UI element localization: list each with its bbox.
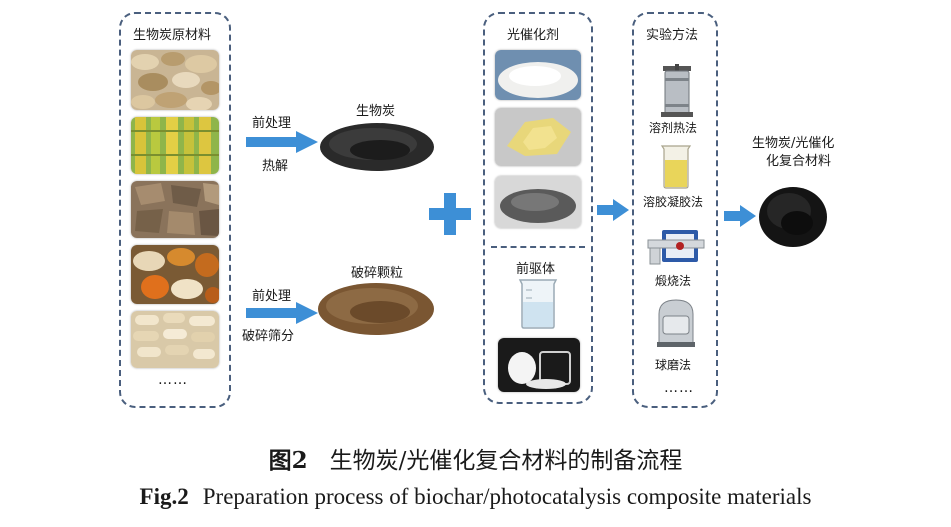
methods-panel [632, 12, 718, 408]
precursor-title: 前驱体 [516, 262, 556, 277]
precursor-photo [498, 338, 580, 392]
beaker-icon [518, 279, 558, 329]
arrow-right-icon [246, 131, 318, 153]
peanut-photo [131, 311, 219, 368]
shell-photo [131, 50, 219, 110]
method-calcination: 煅烧法 [655, 274, 692, 288]
particles-pile [318, 283, 434, 335]
arrow-right-icon [724, 205, 756, 227]
lower-step2-label: 破碎筛分 [242, 329, 295, 344]
biochar-label: 生物炭 [356, 104, 396, 119]
caption-en-label: Fig.2 [139, 484, 189, 509]
yellow-powder-photo [495, 108, 581, 166]
methods-ellipsis: …… [664, 380, 694, 396]
caption-english: Fig.2 Preparation process of biochar/phot… [0, 484, 951, 510]
beaker-icon [660, 145, 692, 189]
arrow-right-icon [597, 199, 629, 221]
wood-photo [131, 181, 219, 238]
autoclave-icon [661, 64, 693, 117]
raw-materials-ellipsis: …… [158, 372, 188, 388]
upper-step2-label: 热解 [262, 159, 289, 174]
raw-materials-title: 生物炭原材料 [133, 28, 212, 43]
crushed-particles-label: 破碎颗粒 [351, 266, 404, 281]
caption-chinese: 图2 生物炭/光催化复合材料的制备流程 [0, 441, 951, 475]
caption-cn-text: 生物炭/光催化复合材料的制备流程 [329, 448, 683, 474]
white-powder-photo [495, 50, 581, 100]
photocatalyst-title: 光催化剂 [507, 28, 560, 43]
furnace-icon [647, 230, 705, 265]
arrow-right-icon [246, 302, 318, 324]
composite-material-pile [759, 187, 827, 247]
upper-step1-label: 前处理 [252, 116, 292, 131]
methods-title: 实验方法 [646, 28, 699, 43]
biochar-pile [320, 123, 434, 171]
plus-icon [429, 193, 471, 235]
bamboo-photo [131, 117, 219, 174]
method-ball-milling: 球磨法 [655, 358, 692, 372]
method-solvothermal: 溶剂热法 [649, 121, 698, 135]
peel-photo [131, 245, 219, 304]
final-product-line1: 生物炭/光催化 [752, 136, 835, 151]
photocatalyst-divider [491, 246, 585, 248]
raw-materials-panel [119, 12, 231, 408]
lower-step1-label: 前处理 [252, 289, 292, 304]
ball-mill-icon [657, 299, 695, 347]
caption-cn-label: 图2 [268, 447, 308, 474]
method-sol-gel: 溶胶凝胶法 [643, 195, 704, 209]
photocatalyst-panel [483, 12, 593, 404]
caption-en-text: Preparation process of biochar/photocata… [202, 484, 812, 509]
grey-powder-photo [495, 176, 581, 228]
final-product-line2: 化复合材料 [766, 154, 832, 169]
